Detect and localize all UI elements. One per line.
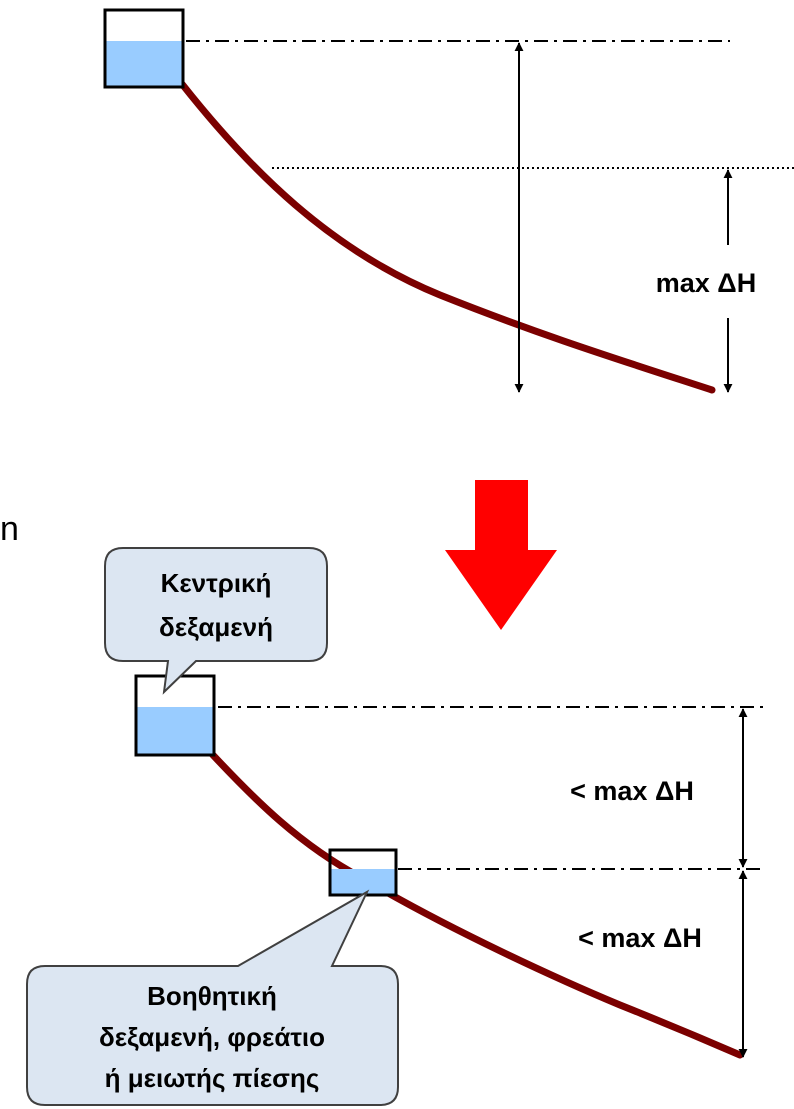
- central-tank-callout-line1: Κεντρική: [161, 568, 272, 598]
- auxiliary-tank-callout-line3: ή μειωτής πίεσης: [105, 1063, 320, 1093]
- auxiliary-tank-callout-line1: Βοηθητική: [147, 981, 277, 1011]
- top-tank: [103, 8, 185, 89]
- top-max-head-label: max ΔH: [656, 268, 756, 298]
- bottom-pipe: [208, 750, 744, 1059]
- top-pipe: [178, 80, 716, 394]
- central-tank-callout: Κεντρική δεξαμενή: [104, 547, 328, 695]
- bottom-diagram: < max ΔH < max ΔH Κεντρική δεξαμενή Βοηθ…: [26, 547, 764, 1106]
- edge-fragment-text: n: [0, 510, 19, 548]
- auxiliary-tank-callout-bubble: [26, 889, 399, 1106]
- auxiliary-tank-callout: Βοηθητική δεξαμενή, φρεάτιο ή μειωτής πί…: [26, 889, 399, 1106]
- top-diagram: max ΔH: [103, 8, 794, 394]
- bottom-central-tank: [134, 674, 216, 757]
- central-tank-callout-line2: δεξαμενή: [159, 612, 273, 642]
- bottom-lower-head-label: < max ΔH: [578, 923, 702, 953]
- central-tank-callout-bubble: [104, 547, 328, 695]
- transition-arrow-down-icon: [445, 480, 557, 630]
- bottom-upper-head-label: < max ΔH: [570, 776, 694, 806]
- auxiliary-tank-callout-line2: δεξαμενή, φρεάτιο: [99, 1022, 325, 1052]
- bottom-auxiliary-tank: [328, 848, 398, 897]
